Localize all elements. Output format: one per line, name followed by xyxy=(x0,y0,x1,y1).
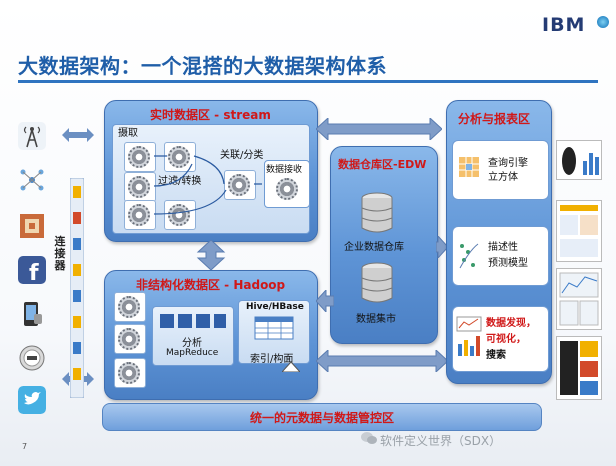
data-mart-label: 数据集市 xyxy=(356,314,396,325)
data-receive-label: 数据接收 xyxy=(266,165,303,175)
facebook-icon: f xyxy=(18,256,46,284)
mapreduce-blocks-icon xyxy=(160,314,226,328)
page-number: 7 xyxy=(22,442,28,451)
hive-hbase-label: Hive/HBase xyxy=(246,302,304,312)
index-facet-label: 索引/构面 xyxy=(250,354,294,365)
gear-icon xyxy=(118,328,140,350)
dashboard-chart-icon xyxy=(456,316,482,356)
ingest-label: 摄取 xyxy=(118,128,138,139)
gear-icon xyxy=(168,204,190,226)
gear-icon xyxy=(228,174,250,196)
ibm-logo: IBM xyxy=(542,14,586,36)
meter-icon xyxy=(19,345,45,371)
twitter-icon xyxy=(18,386,46,414)
report-thumbnail xyxy=(556,140,602,180)
mobile-phone-icon xyxy=(24,302,42,326)
predictive-model-label: 预测模型 xyxy=(488,258,528,269)
index-triangle-icon xyxy=(282,362,300,372)
report-thumbnail xyxy=(556,268,602,330)
hadoop-report-arrow-icon xyxy=(316,350,448,372)
stream-edw-arrow-icon xyxy=(316,118,442,140)
connector-label: 连接器 xyxy=(54,235,66,272)
enterprise-warehouse-label: 企业数据仓库 xyxy=(344,242,404,253)
descriptive-label: 描述性 xyxy=(488,242,518,253)
analysis-label: 分析 xyxy=(182,338,202,349)
edw-zone-title: 数据仓库区-EDW xyxy=(338,158,427,171)
gear-icon xyxy=(128,176,150,198)
title-divider xyxy=(18,80,598,83)
stream-zone-title: 实时数据区 - stream xyxy=(150,108,271,122)
gear-icon xyxy=(276,178,298,200)
governance-bar: 统一的元数据与数据管控区 xyxy=(102,403,542,431)
table-icon xyxy=(254,316,294,340)
mapreduce-label: MapReduce xyxy=(166,348,219,358)
cube-label: 立方体 xyxy=(488,172,518,183)
radio-tower-icon xyxy=(18,122,46,150)
report-thumbnail xyxy=(556,200,602,262)
hadoop-zone-title: 非结构化数据区 - Hadoop xyxy=(136,278,286,292)
rfid-tag-icon xyxy=(20,214,44,238)
scatter-model-icon xyxy=(459,243,479,269)
hadoop-edw-arrow-icon xyxy=(316,290,334,312)
network-icon xyxy=(20,169,44,191)
query-engine-label: 查询引擎 xyxy=(488,158,528,169)
gear-icon xyxy=(118,296,140,318)
database-cylinder-icon xyxy=(361,192,393,233)
governance-label: 统一的元数据与数据管控区 xyxy=(249,411,394,425)
visualization-label: 可视化， xyxy=(486,334,526,345)
svg-text:f: f xyxy=(29,261,39,284)
wechat-icon xyxy=(361,432,377,444)
gear-icon xyxy=(118,362,140,384)
edw-report-arrow-icon xyxy=(436,236,448,258)
gear-icon xyxy=(128,146,150,168)
search-label: 搜索 xyxy=(486,350,506,361)
source-to-stream-arrow-icon xyxy=(62,128,94,142)
watermark: 软件定义世界（SDX） xyxy=(380,434,502,448)
gear-icon xyxy=(128,204,150,226)
discovery-label: 数据发现， xyxy=(486,318,536,329)
stream-hadoop-arrow-icon xyxy=(196,240,226,270)
report-thumbnail xyxy=(556,336,602,400)
stream-flow-lines xyxy=(153,155,262,215)
cube-icon xyxy=(459,157,479,177)
page-title: 大数据架构：一个混搭的大数据架构体系 xyxy=(18,54,387,78)
database-cylinder-icon xyxy=(361,262,393,303)
predictive-model-card xyxy=(452,226,549,286)
connector-bar xyxy=(69,177,85,399)
report-zone-title: 分析与报表区 xyxy=(458,112,531,126)
correlate-classify-label: 关联/分类 xyxy=(220,150,264,161)
ibm-logo-dot-icon xyxy=(597,16,609,28)
gear-icon xyxy=(168,146,190,168)
filter-transform-label: 过滤/转换 xyxy=(158,176,202,187)
